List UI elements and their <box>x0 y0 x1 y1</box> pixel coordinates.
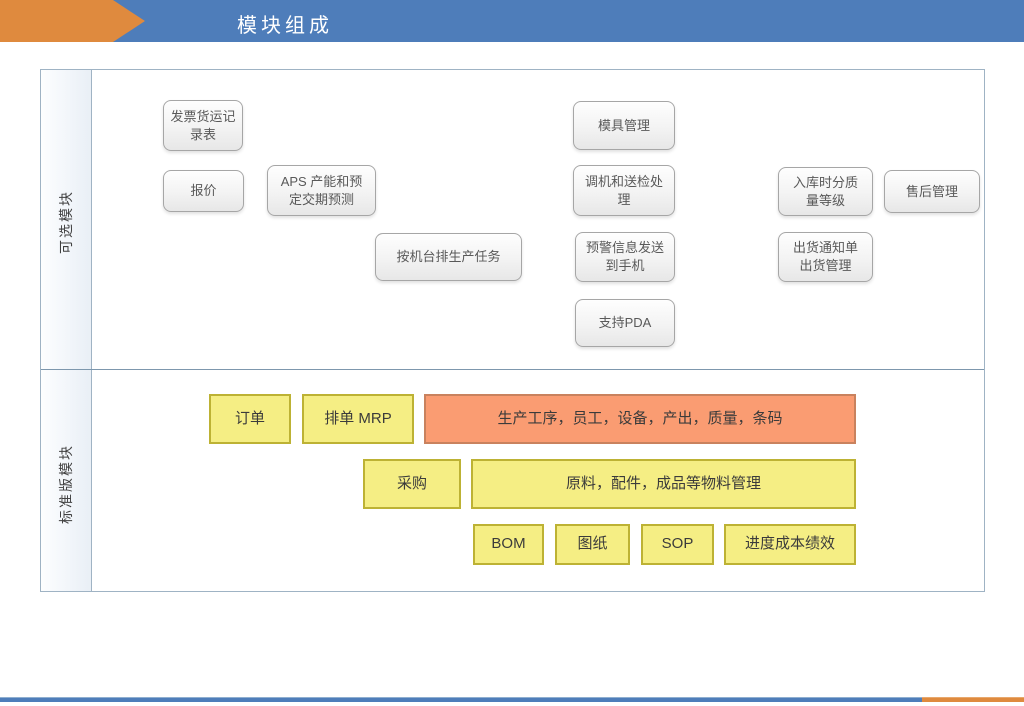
section-label-optional: 可选模块 <box>58 190 74 254</box>
module-box-drawings: 图纸 <box>555 524 630 565</box>
section-label-standard: 标准版模块 <box>58 444 74 524</box>
module-box-production-process: 生产工序，员工，设备，产出，质量，条码 <box>424 394 856 444</box>
module-box-invoice-shipping-record: 发票货运记 录表 <box>163 100 243 151</box>
module-box-shipping-notice: 出货通知单 出货管理 <box>778 232 873 282</box>
module-box-quotation: 报价 <box>163 170 244 212</box>
module-box-alert-to-phone: 预警信息发送 到手机 <box>575 232 675 282</box>
module-box-tuning-inspection: 调机和送检处 理 <box>573 165 675 216</box>
page-title: 模块组成 <box>237 15 333 37</box>
module-box-mold-management: 模具管理 <box>573 101 675 150</box>
module-box-machine-task-scheduling: 按机台排生产任务 <box>375 233 522 281</box>
header-arrow-tip <box>113 0 145 42</box>
module-box-sop: SOP <box>641 524 714 565</box>
module-box-progress-cost-kpi: 进度成本绩效 <box>724 524 856 565</box>
module-box-purchasing: 采购 <box>363 459 461 509</box>
module-box-pda-support: 支持PDA <box>575 299 675 347</box>
module-box-bom: BOM <box>473 524 544 565</box>
section-label-column <box>41 70 92 591</box>
section-divider <box>41 369 984 370</box>
header-arrow-shape <box>0 0 113 42</box>
footer-accent-orange <box>922 697 1024 702</box>
module-box-aps-capacity-forecast: APS 产能和预 定交期预测 <box>267 165 376 216</box>
module-box-scheduling-mrp: 排单 MRP <box>302 394 414 444</box>
footer-accent-blue <box>0 697 922 702</box>
module-box-material-management: 原料，配件，成品等物料管理 <box>471 459 856 509</box>
module-box-order: 订单 <box>209 394 291 444</box>
header-banner <box>113 0 1024 42</box>
module-box-warehouse-quality-grade: 入库时分质 量等级 <box>778 167 873 216</box>
module-box-after-sales: 售后管理 <box>884 170 980 213</box>
